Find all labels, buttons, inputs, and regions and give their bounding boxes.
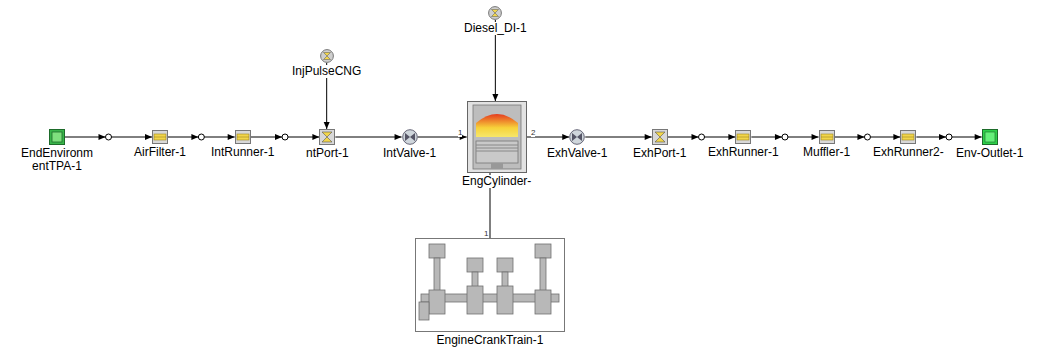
component-icon: ExhPort-1 (632, 129, 687, 160)
icon-graphic (488, 6, 502, 20)
icon-graphic (415, 238, 565, 332)
port-number: 2 (531, 128, 535, 137)
component-label: ntPort-1 (305, 147, 350, 160)
component-label: EndEnvironmentTPA-1 (17, 147, 97, 173)
icon-graphic (320, 49, 334, 63)
connector (65, 134, 152, 140)
crank-train-block: EngineCrankTrain-1 (415, 238, 565, 347)
component-icon: IntRunner-1 (210, 130, 275, 159)
connector (168, 134, 235, 140)
component-label: InjPulseCNG (291, 65, 362, 78)
component-icon: AirFilter-1 (133, 130, 187, 159)
connector (751, 134, 818, 140)
component-label: AirFilter-1 (133, 146, 187, 159)
component-label: ExhRunner-1 (707, 146, 780, 159)
icon-graphic (819, 130, 835, 144)
component-label: EngCylinder- (461, 175, 532, 188)
icon-graphic (319, 129, 335, 145)
component-icon: InjPulseCNG (291, 49, 362, 78)
icon-graphic (152, 130, 168, 144)
component-icon: Muffler-1 (802, 130, 851, 159)
port-number: 1 (458, 128, 462, 137)
component-label: ExhPort-1 (632, 147, 687, 160)
component-label: ExhRunner2- (872, 146, 945, 159)
component-icon: EndEnvironmentTPA-1 (17, 129, 97, 173)
icon-graphic (652, 129, 668, 145)
component-icon: IntValve-1 (382, 129, 437, 160)
connector (251, 134, 320, 140)
connector (335, 134, 401, 140)
connector (585, 134, 651, 140)
icon-graphic (235, 130, 251, 144)
component-label: Env-Outlet-1 (955, 147, 1024, 160)
icon-graphic (467, 101, 527, 173)
component-icon: ExhRunner2- (872, 130, 945, 159)
cylinder-block: EngCylinder- (461, 101, 532, 188)
connector (668, 134, 736, 140)
component-label: IntValve-1 (382, 147, 437, 160)
component-icon: ExhValve-1 (546, 129, 608, 160)
component-icon: ntPort-1 (305, 129, 350, 160)
connector (835, 134, 901, 140)
component-icon: Diesel_DI-1 (463, 6, 528, 35)
icon-graphic (49, 129, 65, 145)
component-label: Muffler-1 (802, 146, 851, 159)
component-label: IntRunner-1 (210, 146, 275, 159)
icon-graphic (900, 130, 916, 144)
component-label: EngineCrankTrain-1 (436, 334, 545, 347)
icon-graphic (569, 129, 585, 145)
icon-graphic (402, 129, 418, 145)
icon-graphic (735, 130, 751, 144)
component-label: ExhValve-1 (546, 147, 608, 160)
connector (916, 134, 981, 140)
component-icon: Env-Outlet-1 (955, 129, 1024, 160)
icon-graphic (982, 129, 998, 145)
port-number: 1 (484, 229, 488, 238)
component-label: Diesel_DI-1 (463, 22, 528, 35)
component-icon: ExhRunner-1 (707, 130, 780, 159)
